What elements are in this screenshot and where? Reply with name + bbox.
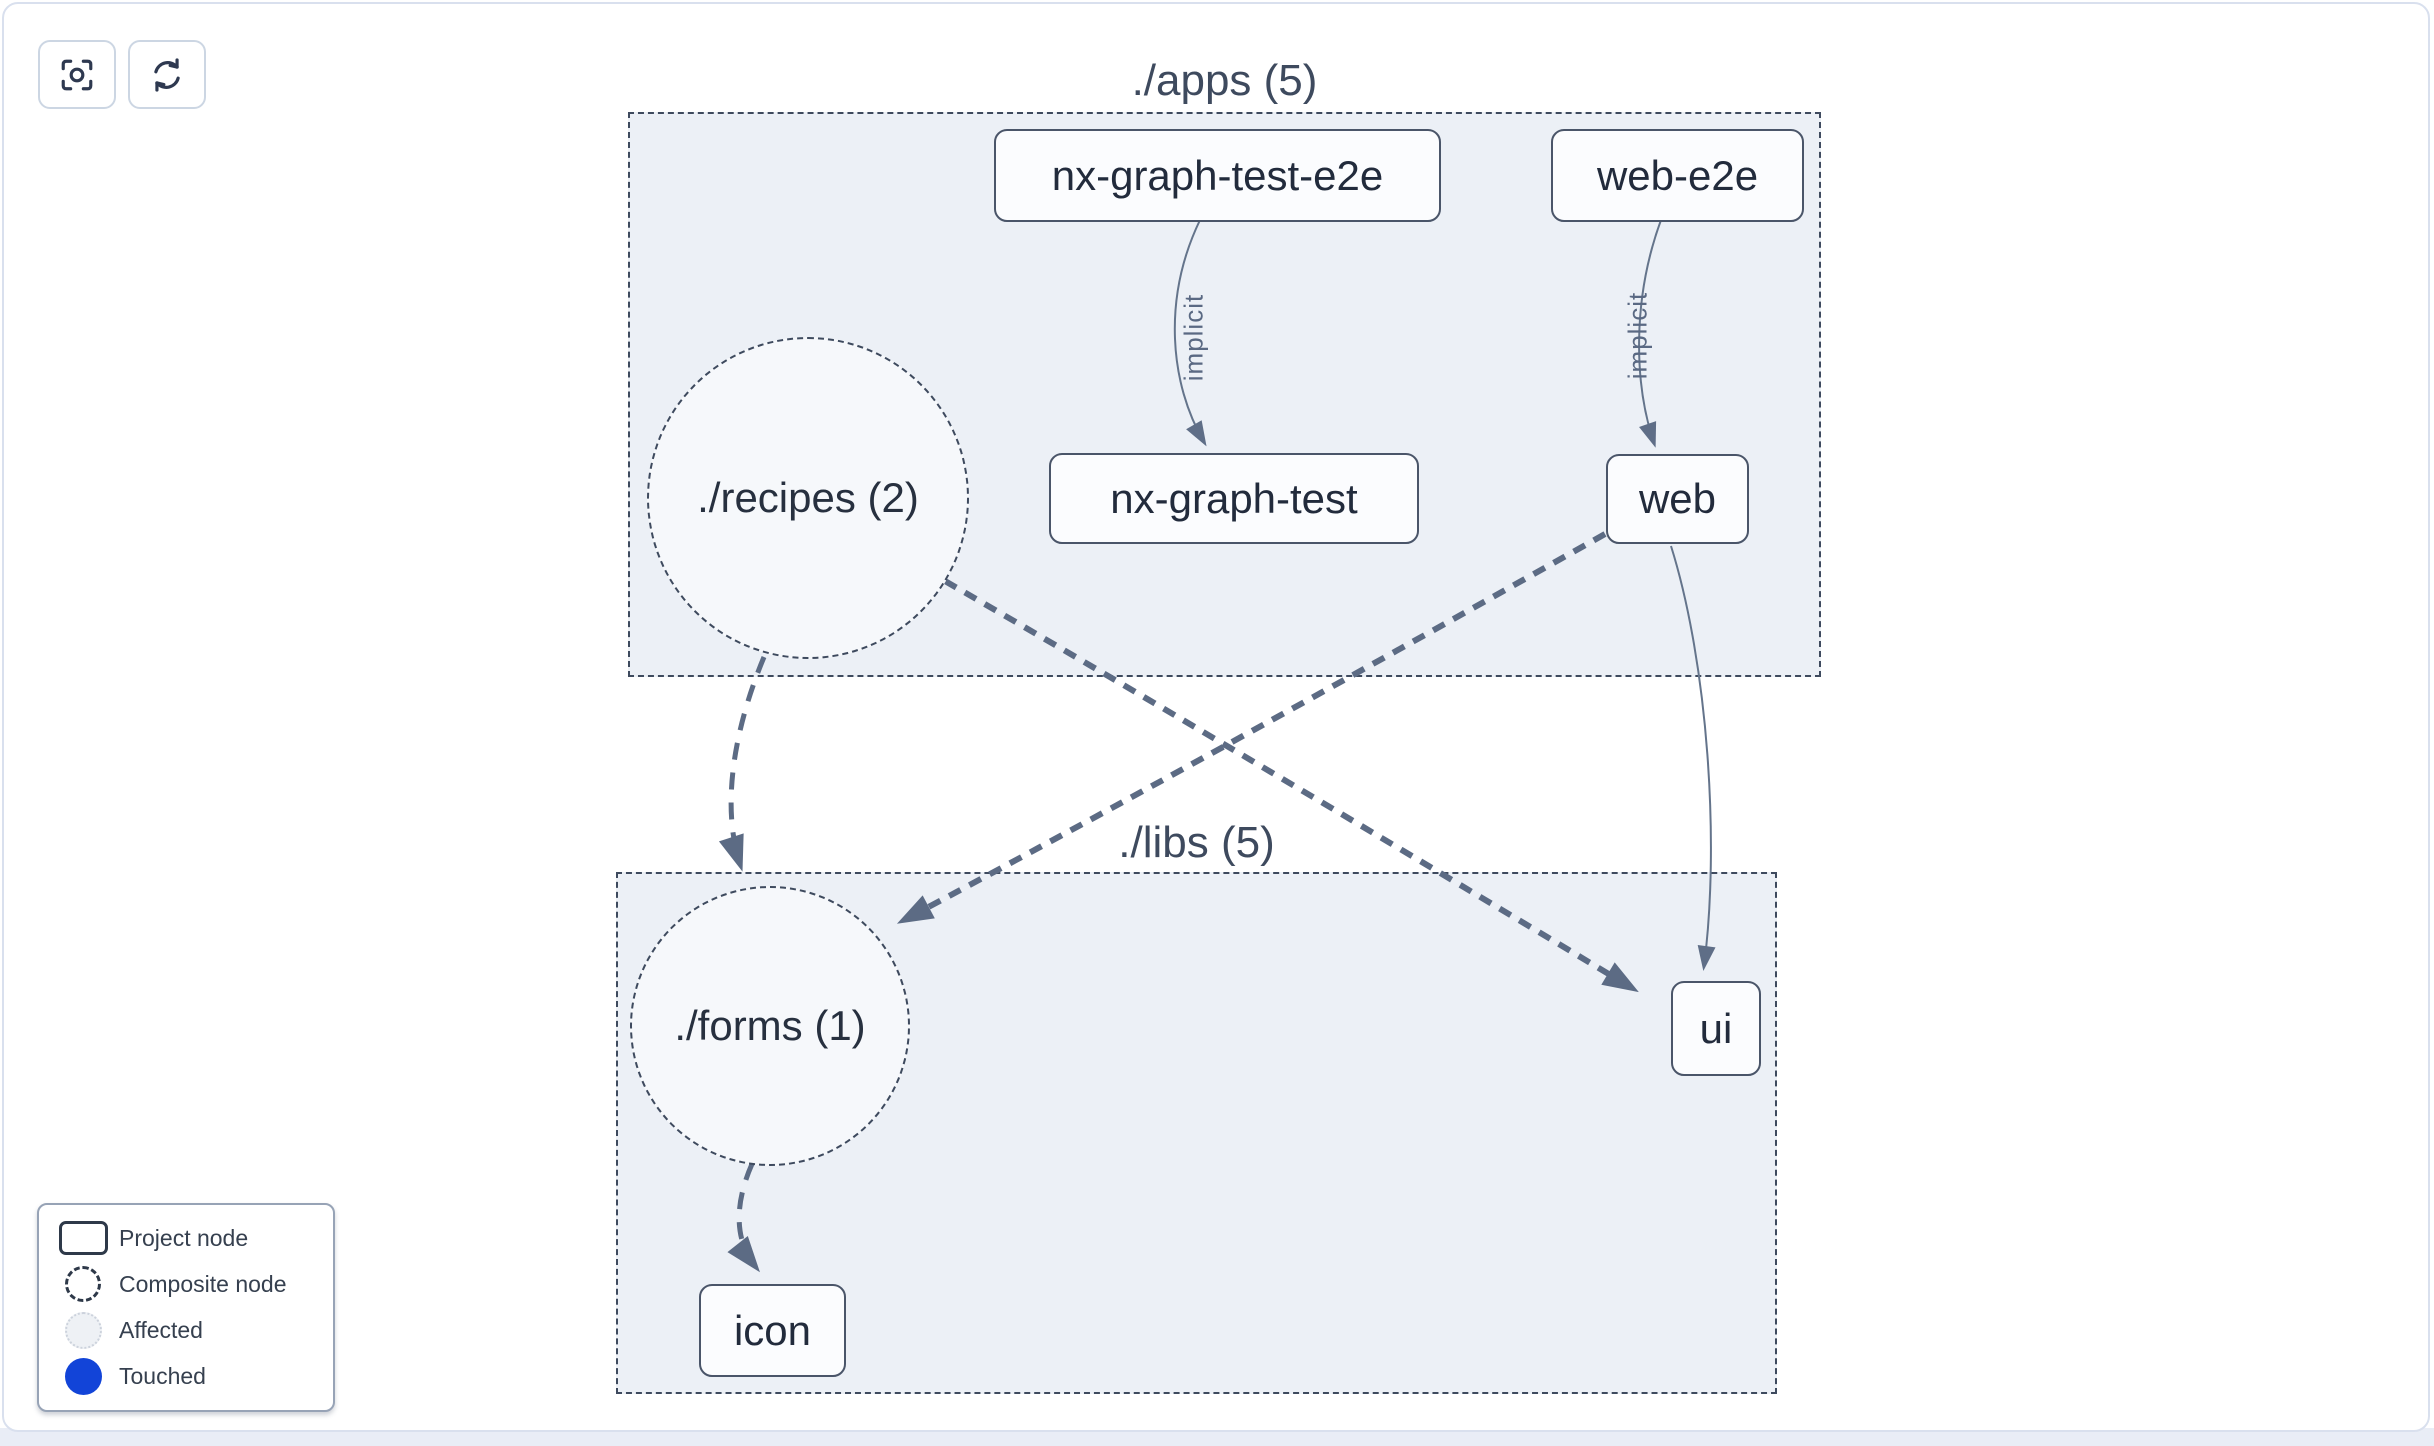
legend-label: Touched <box>119 1363 206 1390</box>
composite-node-recipes[interactable]: ./recipes (2) <box>647 337 969 659</box>
project-node-icon[interactable]: icon <box>699 1284 846 1377</box>
focus-icon <box>59 57 95 93</box>
edge-forms-to-icon[interactable] <box>727 1162 760 1273</box>
project-node-ui[interactable]: ui <box>1671 981 1761 1076</box>
edge-label-implicit: implicit <box>1178 293 1209 382</box>
edge-recipes-to-ui[interactable] <box>943 578 1639 993</box>
edge-label-implicit: implicit <box>1622 291 1653 380</box>
composite-node-swatch <box>65 1266 101 1303</box>
refresh-button[interactable] <box>128 40 206 109</box>
refresh-icon <box>149 57 185 93</box>
touched-swatch <box>64 1358 102 1396</box>
edge-recipes-to-forms[interactable] <box>718 656 767 872</box>
affected-swatch <box>64 1312 102 1350</box>
project-node-web-e2e[interactable]: web-e2e <box>1551 129 1804 222</box>
group-label-apps: ./apps (5) <box>1131 56 1318 105</box>
legend-item-project-node: Project node <box>47 1215 325 1261</box>
edge-web-to-ui[interactable] <box>1670 545 1716 971</box>
legend-label: Affected <box>119 1317 203 1344</box>
project-node-nx-graph-test-e2e[interactable]: nx-graph-test-e2e <box>994 129 1441 222</box>
project-node-web[interactable]: web <box>1606 454 1749 544</box>
composite-node-forms[interactable]: ./forms (1) <box>630 886 910 1166</box>
focus-button[interactable] <box>38 40 116 109</box>
project-node-swatch <box>58 1221 108 1256</box>
bottom-panel-edge <box>0 1428 2434 1446</box>
edges-layer <box>718 219 1716 1273</box>
legend: Project node Composite node Affected Tou… <box>37 1203 335 1412</box>
legend-label: Project node <box>119 1224 249 1251</box>
edge-web-to-forms[interactable] <box>896 531 1607 924</box>
legend-item-affected: Affected <box>47 1308 325 1354</box>
group-label-libs: ./libs (5) <box>1118 818 1275 867</box>
legend-item-touched: Touched <box>47 1354 325 1400</box>
edge-nx-graph-test-e2e-to-nx-graph-test[interactable] <box>1173 219 1207 447</box>
project-node-nx-graph-test[interactable]: nx-graph-test <box>1049 453 1419 544</box>
legend-label: Composite node <box>119 1270 287 1297</box>
edge-web-e2e-to-web[interactable] <box>1638 219 1662 448</box>
legend-item-composite-node: Composite node <box>47 1261 325 1307</box>
